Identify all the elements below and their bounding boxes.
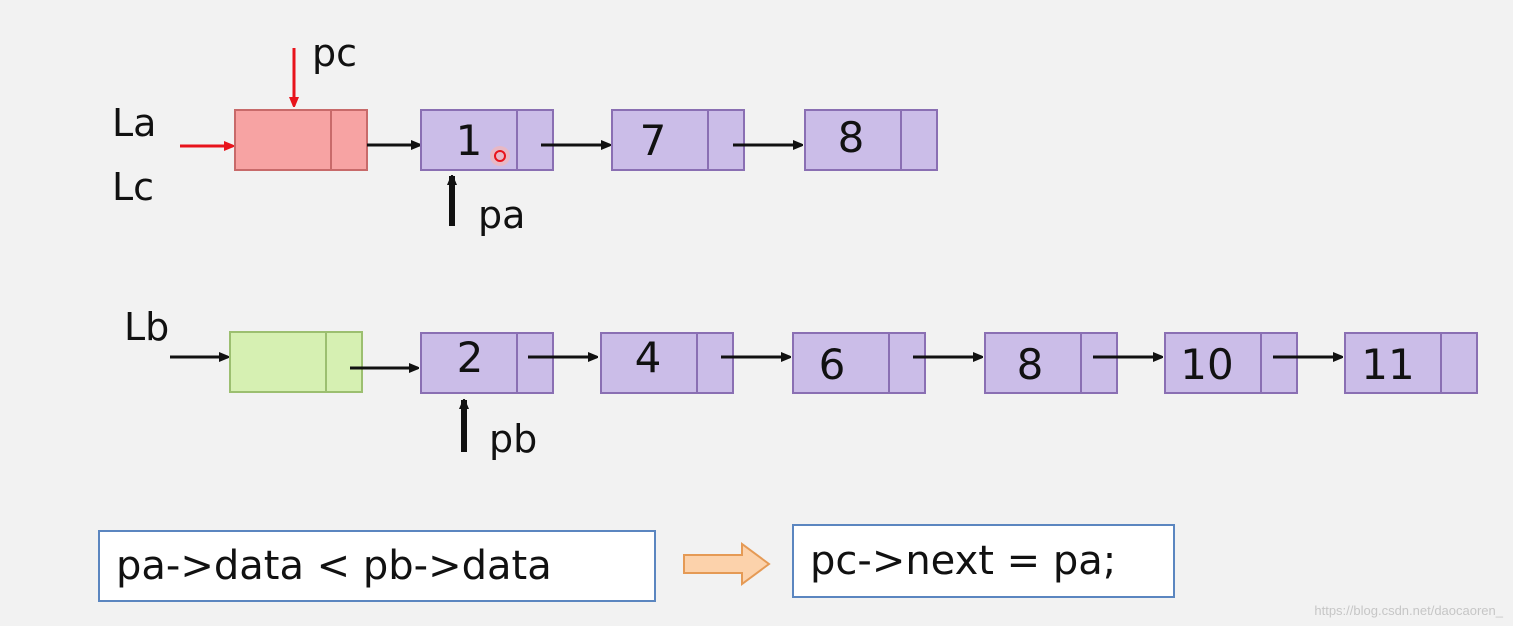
la-label: La: [112, 101, 157, 145]
action-code-box: pc->next = pa;: [792, 524, 1175, 598]
list-b-node-5-value: 10: [1180, 340, 1233, 389]
list-b-node-6-value: 11: [1361, 340, 1414, 389]
list-a-node-1-value: 1: [456, 116, 483, 165]
condition-code-box: pa->data < pb->data: [98, 530, 656, 602]
list-a-head-node: [234, 109, 368, 171]
list-b-node-4: 8: [984, 332, 1118, 394]
list-b-node-2: 4: [600, 332, 734, 394]
list-b-node-5: 10: [1164, 332, 1298, 394]
list-b: 2 4 6 8 10 11: [170, 331, 1478, 394]
right-arrow-icon: [683, 542, 771, 586]
list-b-node-3: 6: [792, 332, 926, 394]
list-a-node-3-value: 8: [838, 113, 865, 162]
list-a-node-3: 8: [804, 109, 938, 171]
list-a: 1 7 8: [234, 109, 938, 171]
list-b-node-2-value: 4: [635, 333, 662, 382]
pb-label: pb: [489, 417, 538, 461]
list-a-node-1: 1: [420, 109, 554, 171]
list-b-node-1-value: 2: [457, 333, 484, 382]
list-b-node-3-value: 6: [819, 340, 846, 389]
watermark-text: https://blog.csdn.net/daocaoren_: [1314, 603, 1503, 618]
list-b-node-4-value: 8: [1017, 340, 1044, 389]
pa-label: pa: [478, 193, 526, 237]
lb-label: Lb: [124, 305, 170, 349]
list-b-node-6: 11: [1344, 332, 1478, 394]
lc-label: Lc: [112, 165, 155, 209]
pc-label: pc: [312, 31, 358, 75]
list-a-node-2-value: 7: [640, 116, 667, 165]
list-a-node-2: 7: [611, 109, 745, 171]
list-b-node-1: 2: [420, 332, 554, 394]
red-ring-cursor-icon: [490, 146, 510, 166]
action-code-text: pc->next = pa;: [810, 538, 1117, 584]
list-b-head-node: [229, 331, 363, 393]
condition-code-text: pa->data < pb->data: [116, 543, 552, 589]
